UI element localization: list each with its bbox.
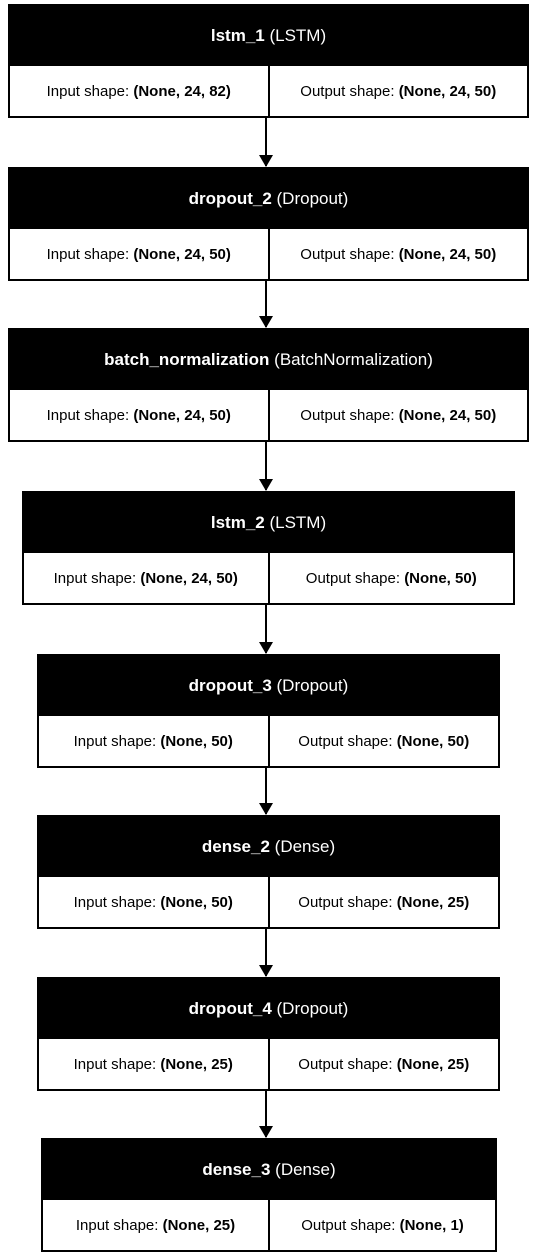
layer-box-dense-2: dense_2 (Dense) Input shape: (None, 50) … xyxy=(37,815,500,929)
input-shape-label: Input shape: xyxy=(73,1055,157,1073)
input-shape-cell: Input shape: (None, 50) xyxy=(39,716,268,766)
output-shape-label: Output shape: xyxy=(301,1216,396,1234)
layer-name: dense_2 xyxy=(201,837,270,856)
output-shape-cell: Output shape: (None, 25) xyxy=(269,877,498,927)
layer-name: dense_3 xyxy=(202,1160,271,1179)
layer-header: dense_2 (Dense) xyxy=(39,817,498,877)
output-shape-label: Output shape: xyxy=(298,732,393,750)
output-shape-value: (None, 25) xyxy=(396,1055,470,1073)
input-shape-label: Input shape: xyxy=(46,406,130,424)
output-shape-label: Output shape: xyxy=(300,245,395,263)
layer-type: (Dropout) xyxy=(276,189,349,208)
input-shape-cell: Input shape: (None, 24, 50) xyxy=(10,390,268,440)
input-shape-value: (None, 24, 50) xyxy=(133,245,231,263)
output-shape-cell: Output shape: (None, 24, 50) xyxy=(269,390,527,440)
layer-name: dropout_2 xyxy=(188,189,272,208)
layer-type: (Dropout) xyxy=(276,999,349,1018)
flow-arrow xyxy=(259,605,273,654)
layer-header: dropout_4 (Dropout) xyxy=(39,979,498,1039)
input-shape-value: (None, 24, 50) xyxy=(133,406,231,424)
layer-box-batch-normalization: batch_normalization (BatchNormalization)… xyxy=(8,328,529,442)
output-shape-cell: Output shape: (None, 24, 50) xyxy=(269,229,527,279)
output-shape-cell: Output shape: (None, 50) xyxy=(269,553,513,603)
layer-shapes-row: Input shape: (None, 50) Output shape: (N… xyxy=(39,716,498,766)
flow-arrow xyxy=(259,768,273,815)
output-shape-cell: Output shape: (None, 50) xyxy=(269,716,498,766)
output-shape-value: (None, 50) xyxy=(396,732,470,750)
layer-type: (Dense) xyxy=(274,837,336,856)
output-shape-value: (None, 24, 50) xyxy=(398,245,497,263)
layer-name: lstm_1 xyxy=(210,26,265,45)
layer-box-dropout-3: dropout_3 (Dropout) Input shape: (None, … xyxy=(37,654,500,768)
layer-name: dropout_3 xyxy=(188,676,272,695)
input-shape-label: Input shape: xyxy=(46,245,130,263)
layer-name: dropout_4 xyxy=(188,999,272,1018)
input-shape-label: Input shape: xyxy=(73,893,157,911)
input-shape-cell: Input shape: (None, 25) xyxy=(39,1039,268,1089)
layer-box-dropout-4: dropout_4 (Dropout) Input shape: (None, … xyxy=(37,977,500,1091)
input-shape-value: (None, 25) xyxy=(160,1055,233,1073)
input-shape-label: Input shape: xyxy=(75,1216,159,1234)
output-shape-cell: Output shape: (None, 25) xyxy=(269,1039,498,1089)
flow-arrow xyxy=(259,1091,273,1138)
layer-header: dense_3 (Dense) xyxy=(43,1140,495,1200)
layer-shapes-row: Input shape: (None, 24, 50) Output shape… xyxy=(24,553,513,603)
layer-type: (Dropout) xyxy=(276,676,349,695)
layer-header: dropout_3 (Dropout) xyxy=(39,656,498,716)
input-shape-label: Input shape: xyxy=(53,569,137,587)
input-shape-value: (None, 50) xyxy=(160,893,233,911)
layer-header: lstm_2 (LSTM) xyxy=(24,493,513,553)
layer-name: lstm_2 xyxy=(210,513,265,532)
input-shape-value: (None, 50) xyxy=(160,732,233,750)
layer-shapes-row: Input shape: (None, 50) Output shape: (N… xyxy=(39,877,498,927)
output-shape-cell: Output shape: (None, 1) xyxy=(270,1200,495,1250)
input-shape-cell: Input shape: (None, 50) xyxy=(39,877,268,927)
layer-name: batch_normalization xyxy=(104,350,270,369)
output-shape-value: (None, 1) xyxy=(399,1216,464,1234)
output-shape-label: Output shape: xyxy=(300,406,395,424)
flow-arrow xyxy=(259,118,273,167)
input-shape-label: Input shape: xyxy=(73,732,157,750)
layer-type: (BatchNormalization) xyxy=(274,350,433,369)
input-shape-cell: Input shape: (None, 24, 82) xyxy=(10,66,268,116)
output-shape-value: (None, 50) xyxy=(404,569,477,587)
input-shape-cell: Input shape: (None, 25) xyxy=(43,1200,268,1250)
input-shape-value: (None, 25) xyxy=(162,1216,236,1234)
layer-type: (LSTM) xyxy=(269,513,327,532)
layer-type: (Dense) xyxy=(275,1160,336,1179)
layer-shapes-row: Input shape: (None, 25) Output shape: (N… xyxy=(39,1039,498,1089)
output-shape-label: Output shape: xyxy=(298,893,393,911)
output-shape-label: Output shape: xyxy=(300,82,395,100)
layer-shapes-row: Input shape: (None, 25) Output shape: (N… xyxy=(43,1200,495,1250)
input-shape-value: (None, 24, 82) xyxy=(133,82,231,100)
output-shape-label: Output shape: xyxy=(298,1055,393,1073)
output-shape-label: Output shape: xyxy=(305,569,401,587)
layer-box-dense-3: dense_3 (Dense) Input shape: (None, 25) … xyxy=(41,1138,497,1252)
layer-header: dropout_2 (Dropout) xyxy=(10,169,527,229)
output-shape-value: (None, 24, 50) xyxy=(398,82,497,100)
layer-box-lstm-1: lstm_1 (LSTM) Input shape: (None, 24, 82… xyxy=(8,4,529,118)
output-shape-value: (None, 25) xyxy=(396,893,470,911)
input-shape-cell: Input shape: (None, 24, 50) xyxy=(24,553,268,603)
flow-arrow xyxy=(259,442,273,491)
input-shape-value: (None, 24, 50) xyxy=(140,569,238,587)
flow-arrow xyxy=(259,929,273,977)
input-shape-cell: Input shape: (None, 24, 50) xyxy=(10,229,268,279)
layer-box-lstm-2: lstm_2 (LSTM) Input shape: (None, 24, 50… xyxy=(22,491,515,605)
flow-arrow xyxy=(259,281,273,328)
layer-header: batch_normalization (BatchNormalization) xyxy=(10,330,527,390)
layer-shapes-row: Input shape: (None, 24, 50) Output shape… xyxy=(10,229,527,279)
layer-type: (LSTM) xyxy=(269,26,327,45)
layer-header: lstm_1 (LSTM) xyxy=(10,6,527,66)
output-shape-value: (None, 24, 50) xyxy=(398,406,497,424)
input-shape-label: Input shape: xyxy=(46,82,130,100)
output-shape-cell: Output shape: (None, 24, 50) xyxy=(269,66,527,116)
layer-shapes-row: Input shape: (None, 24, 50) Output shape… xyxy=(10,390,527,440)
layer-box-dropout-2: dropout_2 (Dropout) Input shape: (None, … xyxy=(8,167,529,281)
layer-shapes-row: Input shape: (None, 24, 82) Output shape… xyxy=(10,66,527,116)
